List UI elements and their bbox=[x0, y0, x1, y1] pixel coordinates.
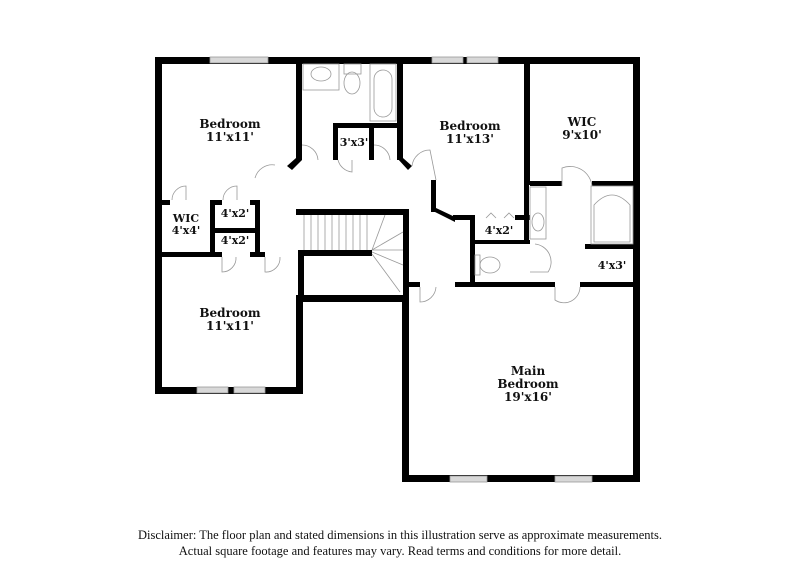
room-name: WIC bbox=[567, 115, 597, 129]
room-wic-ne: WIC 9'x10' bbox=[562, 116, 602, 142]
room-name-line1: Main bbox=[510, 364, 546, 378]
staircase bbox=[303, 214, 404, 293]
windows bbox=[196, 56, 593, 483]
room-closet-4x2-b: 4'x2' bbox=[221, 235, 250, 247]
room-name: Bedroom bbox=[439, 119, 501, 133]
room-dims: 4'x4' bbox=[171, 224, 201, 237]
room-name: Bedroom bbox=[199, 306, 261, 320]
room-bedroom-n: Bedroom 11'x13' bbox=[439, 120, 500, 146]
room-wic-w: WIC 4'x4' bbox=[172, 213, 201, 237]
room-dims: 4'x2' bbox=[220, 207, 250, 220]
room-name: Bedroom bbox=[199, 117, 261, 131]
walls bbox=[155, 57, 640, 482]
room-dims: 11'x11' bbox=[206, 130, 254, 144]
room-name-line2: Bedroom bbox=[497, 377, 559, 391]
fixtures bbox=[171, 63, 634, 304]
room-dims: 4'x2' bbox=[484, 224, 514, 237]
room-dims: 4'x3' bbox=[597, 259, 627, 272]
room-bedroom-nw: Bedroom 11'x11' bbox=[199, 118, 260, 144]
disclaimer-line-1: Disclaimer: The floor plan and stated di… bbox=[138, 528, 662, 542]
disclaimer: Disclaimer: The floor plan and stated di… bbox=[0, 527, 800, 559]
room-closet-4x2-a: 4'x2' bbox=[221, 208, 250, 220]
room-dims: 4'x2' bbox=[220, 234, 250, 247]
disclaimer-line-2: Actual square footage and features may v… bbox=[178, 544, 622, 558]
room-closet-3x3: 3'x3' bbox=[340, 137, 369, 149]
room-closet-4x3: 4'x3' bbox=[598, 260, 627, 272]
room-dims: 9'x10' bbox=[562, 128, 602, 142]
room-dims: 11'x13' bbox=[446, 132, 494, 146]
room-name: WIC bbox=[172, 212, 200, 225]
room-closet-4x2-c: 4'x2' bbox=[485, 225, 514, 237]
room-dims: 11'x11' bbox=[206, 319, 254, 333]
room-bedroom-sw: Bedroom 11'x11' bbox=[199, 307, 260, 333]
room-dims: 3'x3' bbox=[339, 136, 369, 149]
room-main-bedroom: Main Bedroom 19'x16' bbox=[497, 365, 558, 404]
room-dims: 19'x16' bbox=[504, 390, 552, 404]
